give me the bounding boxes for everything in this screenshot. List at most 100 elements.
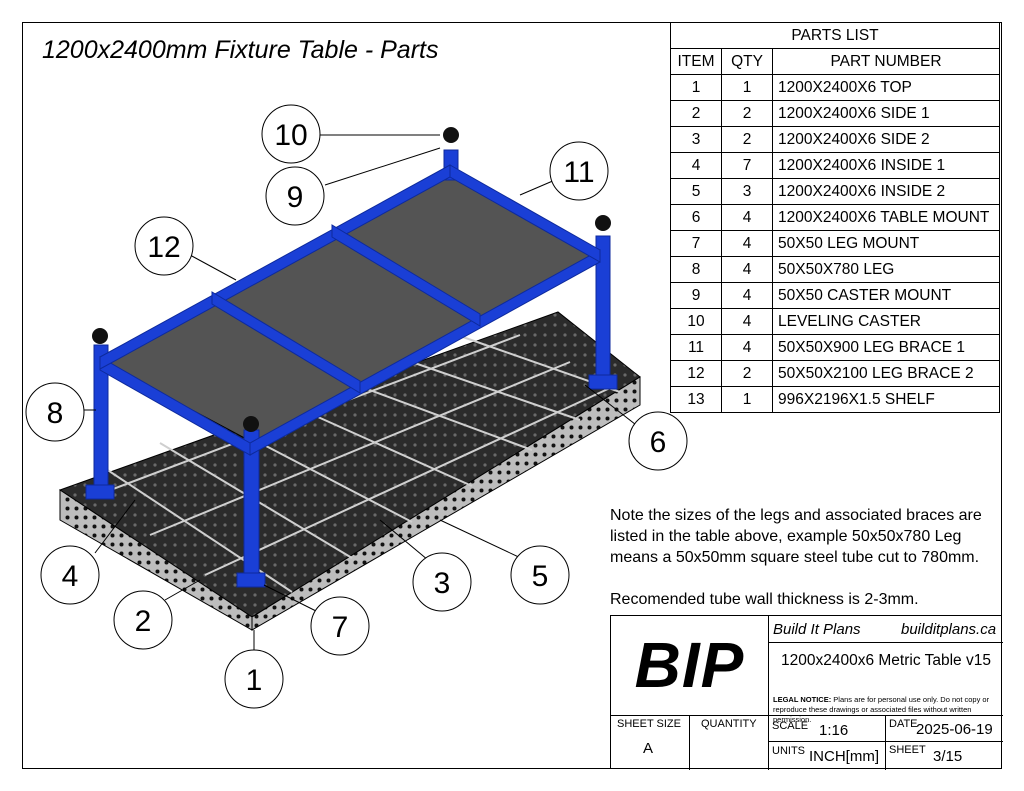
qty-cell: 4 (721, 334, 773, 361)
company-website: builditplans.ca (901, 621, 997, 638)
leg-mount-2 (236, 572, 266, 588)
balloon-7: 7 (310, 596, 370, 656)
date-value: 2025-06-19 (916, 721, 993, 738)
qty-cell: 1 (721, 74, 773, 101)
drawing-title: 1200x2400mm Fixture Table - Parts (42, 36, 439, 64)
scale-label: SCALE (772, 720, 809, 732)
column-header-part-number: PART NUMBER (772, 48, 1000, 75)
date-label: DATE (889, 718, 918, 730)
svg-text:2: 2 (135, 605, 152, 638)
part-number-cell: LEVELING CASTER (772, 308, 1000, 335)
balloon-6: 6 (628, 411, 688, 471)
qty-cell: 4 (721, 204, 773, 231)
units-value: INCH[mm] (809, 748, 879, 765)
svg-text:4: 4 (62, 560, 79, 593)
item-cell: 13 (670, 386, 722, 413)
legal-notice: LEGAL NOTICE: Plans are for personal use… (773, 695, 990, 724)
qty-cell: 2 (721, 100, 773, 127)
part-number-cell: 50X50 CASTER MOUNT (772, 282, 1000, 309)
item-cell: 8 (670, 256, 722, 283)
qty-cell: 1 (721, 386, 773, 413)
balloon-8: 8 (25, 382, 85, 442)
item-cell: 11 (670, 334, 722, 361)
note-text-2: Recomended tube wall thickness is 2-3mm. (610, 591, 919, 608)
part-number-cell: 50X50X780 LEG (772, 256, 1000, 283)
item-cell: 4 (670, 152, 722, 179)
column-header-qty: QTY (721, 48, 773, 75)
balloon-3: 3 (412, 552, 472, 612)
drawing-border (22, 22, 1002, 769)
svg-text:10: 10 (274, 119, 307, 152)
part-number-cell: 1200X2400X6 TABLE MOUNT (772, 204, 1000, 231)
leg-brace-short-back (449, 164, 601, 263)
svg-text:9: 9 (287, 181, 304, 214)
bip-logo: BIP (634, 629, 745, 701)
part-number-cell: 50X50X900 LEG BRACE 1 (772, 334, 1000, 361)
parts-list-heading: PARTS LIST (670, 22, 1000, 49)
table-right-side (251, 376, 641, 631)
tube-size-note: Note the sizes of the legs and associate… (610, 505, 1000, 631)
part-number-cell: 1200X2400X6 TOP (772, 74, 1000, 101)
shelf-frame-assembly (85, 127, 618, 588)
part-number-cell: 50X50 LEG MOUNT (772, 230, 1000, 257)
drawing-name: 1200x2400x6 Metric Table v15 (781, 652, 991, 669)
balloon-5: 5 (510, 545, 570, 605)
qty-cell: 4 (721, 230, 773, 257)
balloon-12: 12 (134, 216, 194, 276)
svg-text:8: 8 (47, 397, 64, 430)
column-header-item: ITEM (670, 48, 722, 75)
sheet-size-label: SHEET SIZE (617, 718, 681, 730)
leg-mount-1 (85, 484, 115, 500)
item-cell: 12 (670, 360, 722, 387)
sheet-label: SHEET (889, 744, 926, 756)
company-name: Build It Plans (773, 621, 861, 638)
balloon-2: 2 (113, 590, 173, 650)
qty-cell: 4 (721, 282, 773, 309)
item-cell: 10 (670, 308, 722, 335)
sheet-value: 3/15 (933, 748, 963, 765)
quantity-label: QUANTITY (701, 718, 757, 730)
svg-text:12: 12 (147, 231, 180, 264)
leg-brace-middle-1 (211, 291, 361, 394)
item-cell: 1 (670, 74, 722, 101)
part-number-cell: 1200X2400X6 SIDE 1 (772, 100, 1000, 127)
balloon-1: 1 (224, 649, 284, 709)
balloon-9: 9 (265, 166, 325, 226)
part-number-cell: 50X50X2100 LEG BRACE 2 (772, 360, 1000, 387)
qty-cell: 7 (721, 152, 773, 179)
note-text-1: Note the sizes of the legs and associate… (610, 507, 982, 566)
qty-cell: 2 (721, 360, 773, 387)
units-label: UNITS (772, 745, 805, 757)
item-cell: 9 (670, 282, 722, 309)
svg-text:5: 5 (532, 560, 549, 593)
leveling-caster-icon (92, 127, 611, 432)
svg-text:11: 11 (563, 156, 594, 189)
svg-text:3: 3 (434, 567, 451, 600)
item-cell: 5 (670, 178, 722, 205)
qty-cell: 3 (721, 178, 773, 205)
part-number-cell: 1200X2400X6 SIDE 2 (772, 126, 1000, 153)
svg-text:6: 6 (650, 426, 667, 459)
svg-text:7: 7 (332, 611, 349, 644)
item-cell: 2 (670, 100, 722, 127)
part-number-cell: 1200X2400X6 INSIDE 1 (772, 152, 1000, 179)
title-block: BIP Build It Plans builditplans.ca 1200x… (610, 615, 1003, 770)
qty-cell: 4 (721, 256, 773, 283)
balloon-10: 10 (261, 104, 321, 164)
qty-cell: 2 (721, 126, 773, 153)
item-cell: 3 (670, 126, 722, 153)
